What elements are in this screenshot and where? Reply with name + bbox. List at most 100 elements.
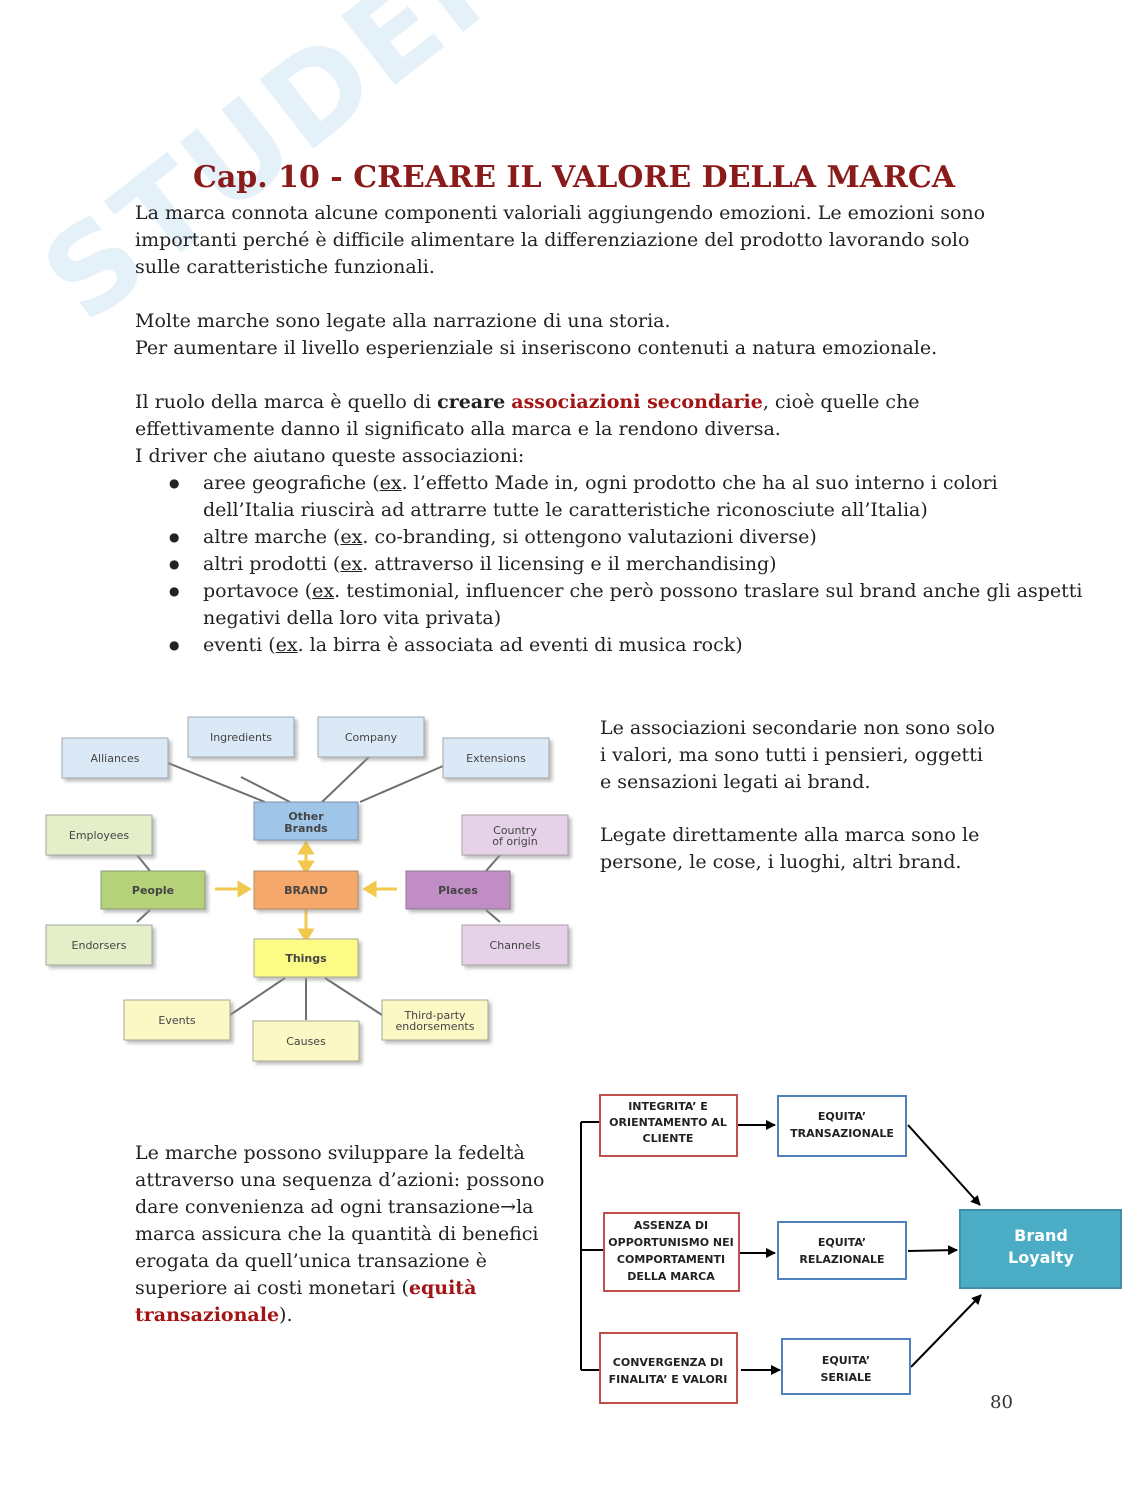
driver-post: . co-branding, si ottengono valutazioni … xyxy=(362,526,817,548)
convergence-label-2: FINALITA’ E VALORI xyxy=(609,1373,728,1386)
opportunism-label-4: DELLA MARCA xyxy=(627,1270,715,1283)
brand-loyalty-box xyxy=(959,1209,1122,1289)
driver-ex: ex xyxy=(379,472,402,494)
company-box xyxy=(317,716,425,758)
country-box xyxy=(461,814,569,856)
list-item: eventi (ex. la birra è associata ad even… xyxy=(169,632,1083,659)
brand-loyalty-label-2: Loyalty xyxy=(1008,1248,1075,1267)
list-item: altri prodotti (ex. attraverso il licens… xyxy=(169,551,1083,578)
equita-transazionale-label-2: TRANSAZIONALE xyxy=(790,1127,894,1140)
equita-transazionale-label-1: EQUITA’ xyxy=(818,1110,866,1123)
third-party-box xyxy=(381,999,489,1041)
driver-post: . testimonial, influencer che però posso… xyxy=(203,580,1083,629)
ruolo-bold: creare xyxy=(437,391,506,413)
alliances-label: Alliances xyxy=(91,752,140,765)
channels-box xyxy=(461,924,569,966)
equita-seriale-label-1: EQUITA’ xyxy=(822,1354,870,1367)
driver-pre: aree geografiche ( xyxy=(203,472,380,494)
flow-arrows xyxy=(737,1120,982,1375)
equita-seriale-label-2: SERIALE xyxy=(820,1371,871,1384)
driver-post: . l’effetto Made in, ogni prodotto che h… xyxy=(203,472,998,521)
left-text-paragraph: Le marche possono sviluppare la fedeltà … xyxy=(135,1140,560,1329)
driver-ex: ex xyxy=(275,634,298,656)
causes-box xyxy=(252,1020,360,1062)
other-brands-box xyxy=(253,801,359,841)
driver-post: . la birra è associata ad eventi di musi… xyxy=(297,634,743,656)
brand-loyalty-label-1: Brand xyxy=(1014,1226,1068,1245)
ruolo-text-1: Il ruolo della marca è quello di xyxy=(135,391,438,413)
ingredients-label: Ingredients xyxy=(210,731,272,744)
list-item: altre marche (ex. co-branding, si otteng… xyxy=(169,524,1083,551)
country-label-1: Country xyxy=(493,824,537,837)
left-text-1: Le marche possono sviluppare la fedeltà … xyxy=(135,1142,545,1299)
opportunism-box xyxy=(603,1212,740,1292)
opportunism-label-2: OPPORTUNISMO NEI xyxy=(608,1236,733,1249)
page-number: 80 xyxy=(990,1392,1013,1413)
people-label: People xyxy=(132,884,174,897)
endorsers-label: Endorsers xyxy=(72,939,127,952)
title-chapter: Cap. 10 - xyxy=(192,160,354,195)
ruolo-paragraph: Il ruolo della marca è quello di creare … xyxy=(135,389,1015,443)
alliances-box xyxy=(61,737,169,779)
country-label-2: of origin xyxy=(492,835,537,848)
endorsers-box xyxy=(45,924,153,966)
list-item: aree geografiche (ex. l’effetto Made in,… xyxy=(169,470,1083,524)
equita-seriale-box xyxy=(781,1338,911,1395)
right-text-2: Legate direttamente alla marca sono le p… xyxy=(600,824,980,873)
brand-associations-diagram: Alliances Ingredients Company Extensions… xyxy=(45,716,569,1062)
equita-transazionale-box xyxy=(777,1095,907,1157)
driver-intro: I driver che aiutano queste associazioni… xyxy=(135,445,525,467)
events-box xyxy=(123,999,231,1041)
brand-arrows xyxy=(215,840,397,943)
ingredients-box xyxy=(187,716,295,758)
employees-label: Employees xyxy=(69,829,129,842)
extensions-label: Extensions xyxy=(466,752,526,765)
integrity-label-3: CLIENTE xyxy=(643,1132,694,1145)
equita-relazionale-box xyxy=(777,1221,907,1280)
company-label: Company xyxy=(345,731,398,744)
title-main: CREARE IL VALORE DELLA MARCA xyxy=(353,160,956,195)
opportunism-label-3: COMPORTAMENTI xyxy=(617,1253,725,1266)
integrity-label-2: ORIENTAMENTO AL xyxy=(609,1116,727,1129)
page-title: Cap. 10 - CREARE IL VALORE DELLA MARCA xyxy=(0,160,1148,195)
ruolo-red: associazioni secondarie xyxy=(511,391,763,413)
driver-ex: ex xyxy=(340,526,363,548)
loyalty-flow-diagram: INTEGRITA’ E ORIENTAMENTO AL CLIENTE ASS… xyxy=(580,1094,1122,1404)
other-brands-label-1: Other xyxy=(288,810,324,823)
things-label: Things xyxy=(285,952,327,965)
connector-lines xyxy=(136,755,501,1020)
causes-label: Causes xyxy=(286,1035,326,1048)
opportunism-label-1: ASSENZA DI xyxy=(634,1219,708,1232)
other-brands-label-2: Brands xyxy=(284,822,328,835)
story-paragraph-1: Molte marche sono legate alla narrazione… xyxy=(135,310,671,332)
ruolo-text-2: , cioè quelle che effettivamente danno i… xyxy=(135,391,920,440)
brand-label: BRAND xyxy=(284,884,328,897)
list-item: portavoce (ex. testimonial, influencer c… xyxy=(169,578,1083,632)
people-box xyxy=(100,870,206,910)
integrity-label-1: INTEGRITA’ E xyxy=(628,1100,708,1113)
driver-ex: ex xyxy=(340,553,363,575)
driver-pre: portavoce ( xyxy=(203,580,313,602)
story-paragraph-2: Per aumentare il livello esperienziale s… xyxy=(135,337,938,359)
equita-relazionale-label-1: EQUITA’ xyxy=(818,1236,866,1249)
driver-pre: altri prodotti ( xyxy=(203,553,341,575)
channels-label: Channels xyxy=(490,939,541,952)
things-box xyxy=(253,938,359,978)
brand-box xyxy=(253,870,359,910)
employees-box xyxy=(45,814,153,856)
third-party-label-2: endorsements xyxy=(396,1020,475,1033)
intro-paragraph: La marca connota alcune componenti valor… xyxy=(135,202,986,278)
convergence-box xyxy=(599,1332,738,1404)
driver-pre: altre marche ( xyxy=(203,526,341,548)
drivers-list: aree geografiche (ex. l’effetto Made in,… xyxy=(135,470,1083,659)
third-party-label-1: Third-party xyxy=(403,1009,466,1022)
left-text-red: equità transazionale xyxy=(135,1277,477,1326)
extensions-box xyxy=(442,737,550,779)
events-label: Events xyxy=(158,1014,196,1027)
places-box xyxy=(405,870,511,910)
driver-pre: eventi ( xyxy=(203,634,276,656)
convergence-label-1: CONVERGENZA DI xyxy=(613,1356,723,1369)
places-label: Places xyxy=(438,884,478,897)
equita-relazionale-label-2: RELAZIONALE xyxy=(799,1253,884,1266)
driver-ex: ex xyxy=(312,580,335,602)
